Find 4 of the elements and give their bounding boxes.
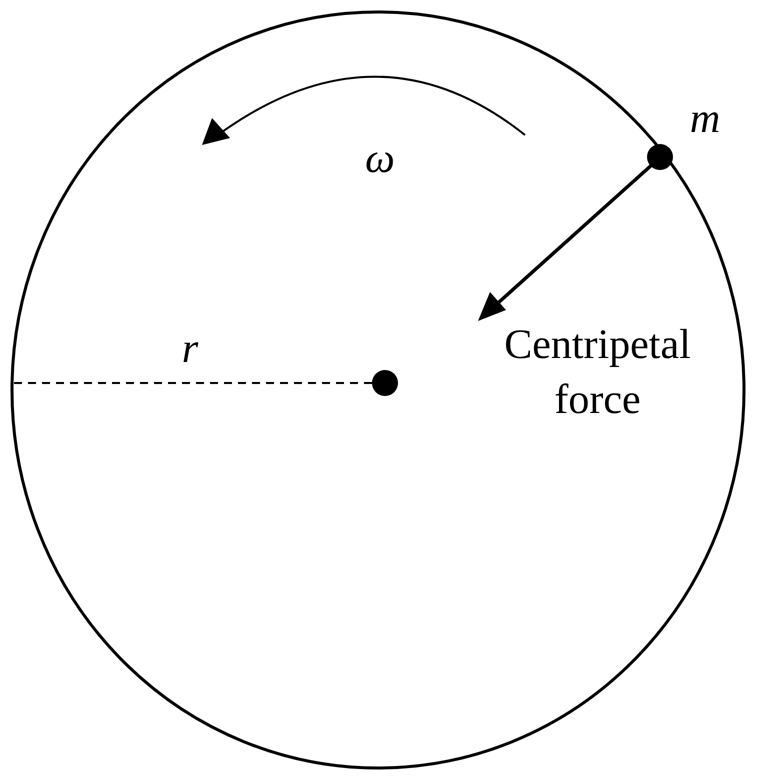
force-label: Centripetal force <box>503 321 692 425</box>
mass-label: m <box>688 95 722 144</box>
angular-velocity-label: ω <box>364 135 396 184</box>
radius-label: r <box>180 325 200 374</box>
